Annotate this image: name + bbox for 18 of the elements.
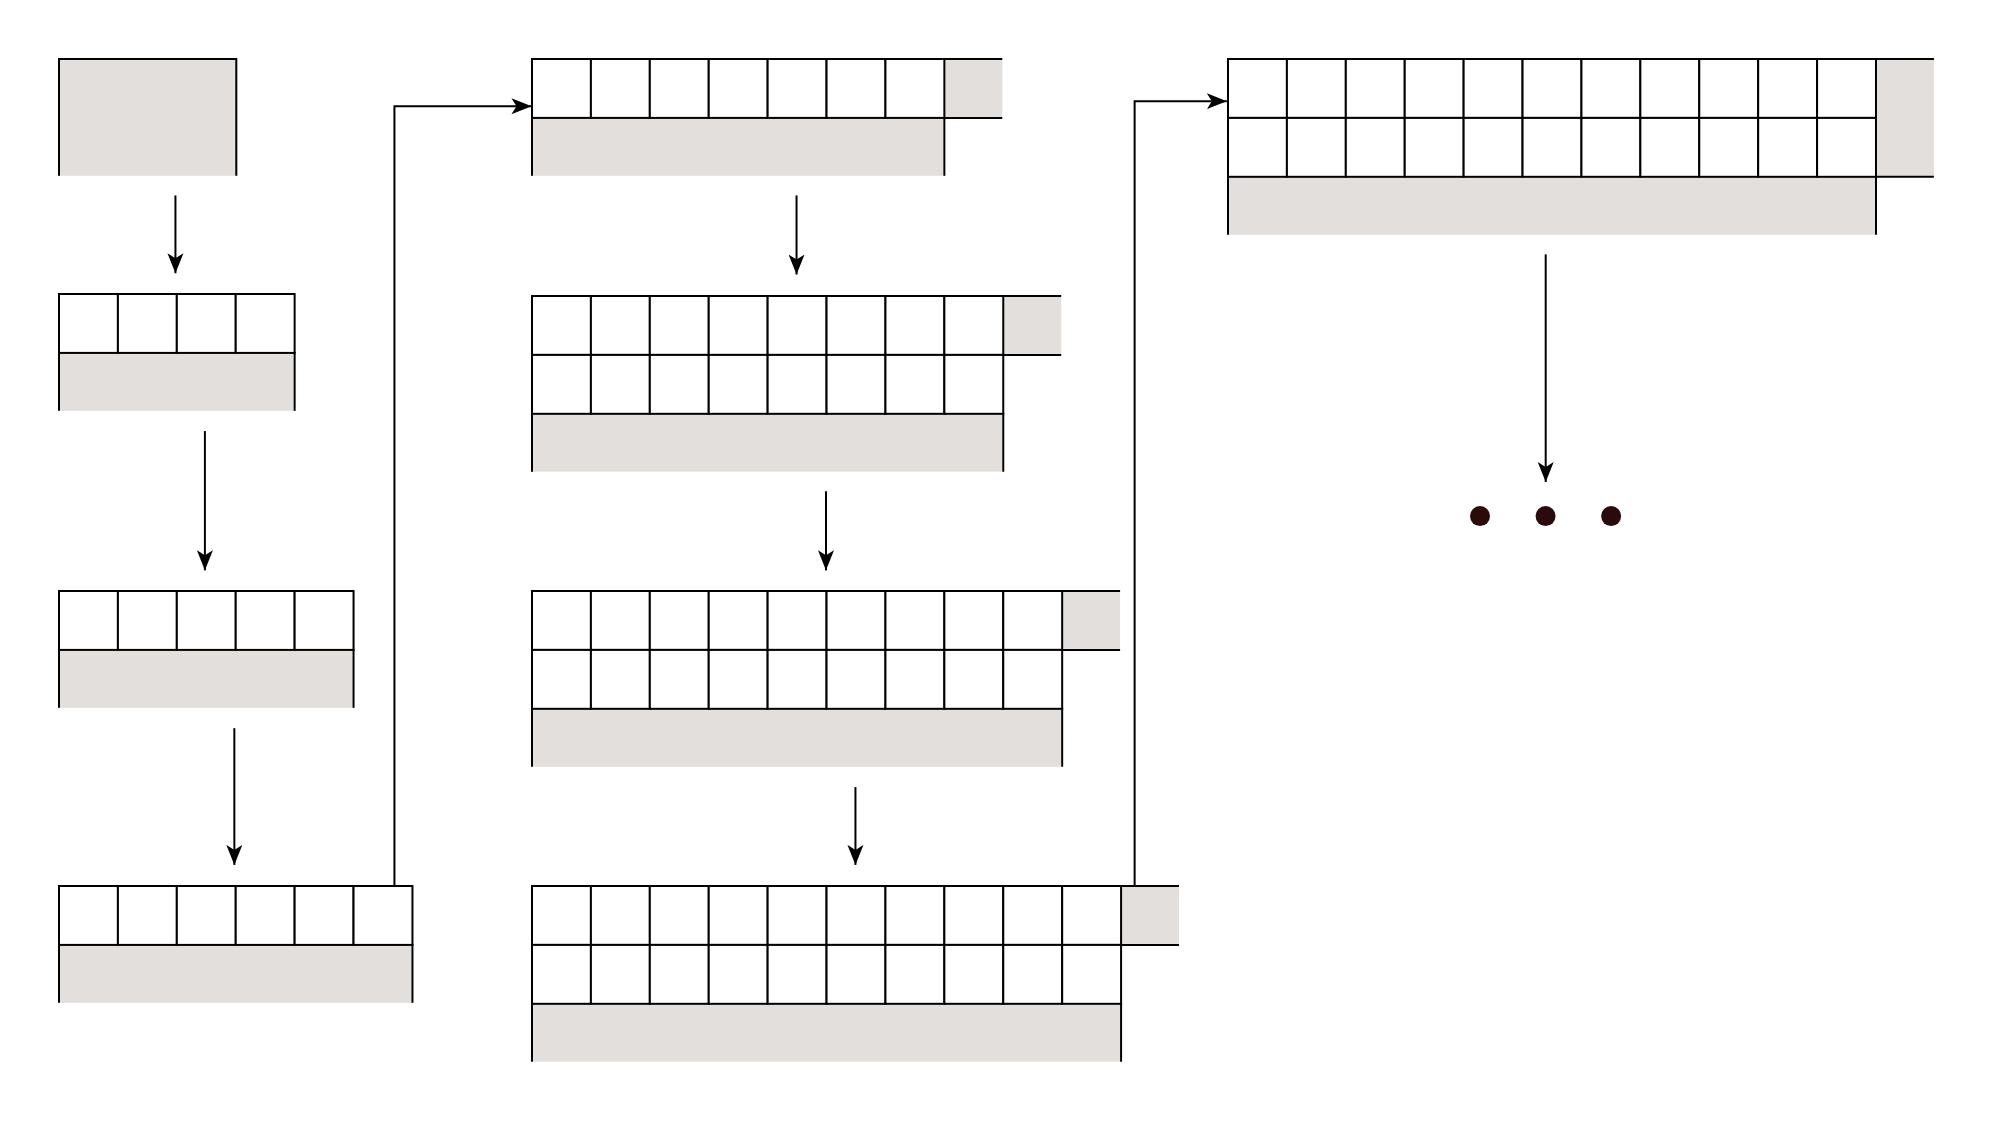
cell-grid-block bbox=[531, 57, 1003, 176]
arrow bbox=[847, 786, 864, 866]
cell-grid-block bbox=[531, 884, 1180, 1062]
arrow bbox=[393, 98, 533, 886]
arrow bbox=[196, 430, 213, 572]
cell-grid-block bbox=[531, 590, 1121, 768]
cell-grid-block bbox=[1226, 57, 1934, 235]
arrow bbox=[788, 194, 805, 276]
arrow bbox=[1537, 253, 1554, 483]
cell-grid-block bbox=[57, 590, 353, 709]
arrow bbox=[1133, 93, 1228, 886]
arrow bbox=[226, 727, 243, 866]
arrow bbox=[818, 490, 834, 572]
shaded-block bbox=[57, 57, 237, 176]
cell-grid-block bbox=[57, 884, 412, 1003]
arrow bbox=[167, 194, 184, 275]
cell-grid-block bbox=[57, 293, 294, 412]
cell-grid-block bbox=[531, 294, 1062, 472]
